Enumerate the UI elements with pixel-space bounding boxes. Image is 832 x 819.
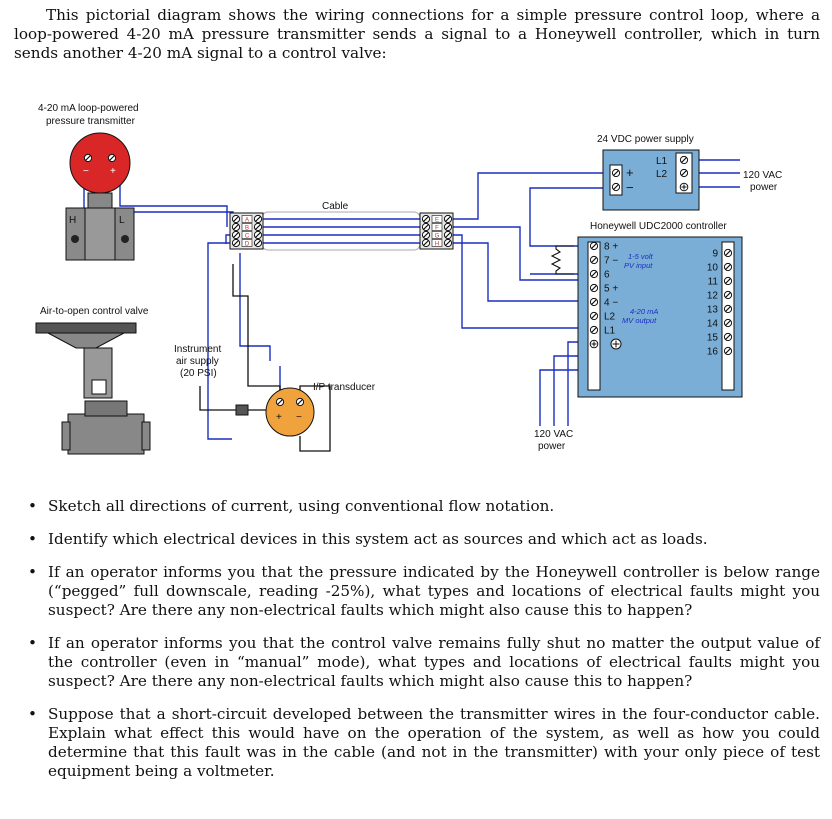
controller-terminal-label: 16 xyxy=(707,347,719,358)
svg-text:24 VDC power supply: 24 VDC power supply xyxy=(597,134,694,145)
controller-terminal-label: 13 xyxy=(707,305,719,316)
svg-text:air supply: air supply xyxy=(176,356,219,367)
controller-terminal-label: 10 xyxy=(707,263,719,274)
port-h-label: H xyxy=(69,215,76,226)
intro-paragraph: This pictorial diagram shows the wiring … xyxy=(14,6,820,62)
controller-terminal-label: 5 + xyxy=(604,284,618,295)
question-list: •Sketch all directions of current, using… xyxy=(24,497,820,795)
honeywell-controller: Honeywell UDC2000 controller 8 + 7 − 6 5 + 4… xyxy=(550,221,743,398)
junction-terminal-label: F xyxy=(435,226,439,232)
svg-text:+: + xyxy=(110,166,116,177)
controller-terminal-label: L1 xyxy=(604,326,616,337)
controller-terminal-label: 15 xyxy=(707,333,719,344)
svg-text:MV output: MV output xyxy=(622,316,657,325)
junction-terminal-label: A xyxy=(245,218,249,224)
svg-text:4-20 mA: 4-20 mA xyxy=(630,307,658,316)
junction-terminal-label: C xyxy=(245,234,250,240)
controller-terminal-label: 12 xyxy=(707,291,719,302)
svg-text:L1: L1 xyxy=(656,156,668,167)
svg-text:PV input: PV input xyxy=(624,261,653,270)
question-item: •Identify which electrical devices in th… xyxy=(28,530,708,548)
controller-terminal-label: 11 xyxy=(708,277,719,288)
svg-text:120 VAC: 120 VAC xyxy=(743,170,782,181)
svg-text:120 VAC: 120 VAC xyxy=(534,429,573,440)
svg-text:(20 PSI): (20 PSI) xyxy=(180,368,217,379)
svg-text:Air-to-open control valve: Air-to-open control valve xyxy=(40,306,149,317)
controller-terminal-label: 4 − xyxy=(604,298,618,309)
svg-text:1-5 volt: 1-5 volt xyxy=(628,252,654,261)
junction-terminal-label: G xyxy=(435,234,440,240)
junction-terminal-label: D xyxy=(245,242,250,248)
svg-text:I/P transducer: I/P transducer xyxy=(313,382,376,393)
svg-text:power: power xyxy=(750,182,778,193)
svg-text:+: + xyxy=(626,165,634,180)
controller-terminal-label: L2 xyxy=(604,312,616,323)
instrument-air-supply: Instrument air supply (20 PSI) xyxy=(174,344,266,416)
svg-text:Instrument: Instrument xyxy=(174,344,221,355)
controller-terminal-label: 6 xyxy=(604,270,610,281)
svg-text:4-20 mA loop-powered: 4-20 mA loop-powered xyxy=(38,103,139,114)
controller-terminal-label: 14 xyxy=(707,319,719,330)
controller-terminal-label: 7 − xyxy=(604,256,618,267)
junction-terminal-label: B xyxy=(245,226,249,232)
port-l-label: L xyxy=(119,215,125,226)
question-item: •Suppose that a short-circuit developed … xyxy=(28,705,820,780)
junction-terminal-label: E xyxy=(435,218,439,224)
ip-transducer: + − I/P transducer xyxy=(265,382,376,437)
svg-text:−: − xyxy=(626,180,634,195)
controller-terminal-label: 9 xyxy=(712,249,718,260)
junction-terminal-label: H xyxy=(435,242,439,248)
svg-text:−: − xyxy=(83,166,89,177)
dc-power-supply: 24 VDC power supply + − L1 L2 120 VAC po… xyxy=(597,134,782,211)
controller-terminal-label: 8 + xyxy=(604,242,618,253)
svg-text:power: power xyxy=(538,441,566,452)
pressure-transmitter: 4-20 mA loop-powered pressure transmitte… xyxy=(38,103,139,261)
wiring-diagram: 4-20 mA loop-powered pressure transmitte… xyxy=(35,103,782,455)
svg-text:−: − xyxy=(296,412,302,423)
svg-text:L2: L2 xyxy=(656,169,668,180)
svg-text:Honeywell UDC2000 controller: Honeywell UDC2000 controller xyxy=(590,221,727,232)
ac-power-bottom: 120 VAC power xyxy=(534,429,573,452)
question-item: •Sketch all directions of current, using… xyxy=(28,497,555,515)
question-item: •If an operator informs you that the pre… xyxy=(28,563,820,619)
question-item: •If an operator informs you that the con… xyxy=(28,634,820,690)
svg-text:+: + xyxy=(276,412,282,423)
control-valve: Air-to-open control valve xyxy=(35,306,151,455)
signal-wires xyxy=(83,159,740,440)
svg-text:Cable: Cable xyxy=(322,201,349,212)
pv-resistor xyxy=(550,245,574,275)
svg-text:pressure transmitter: pressure transmitter xyxy=(46,116,136,127)
